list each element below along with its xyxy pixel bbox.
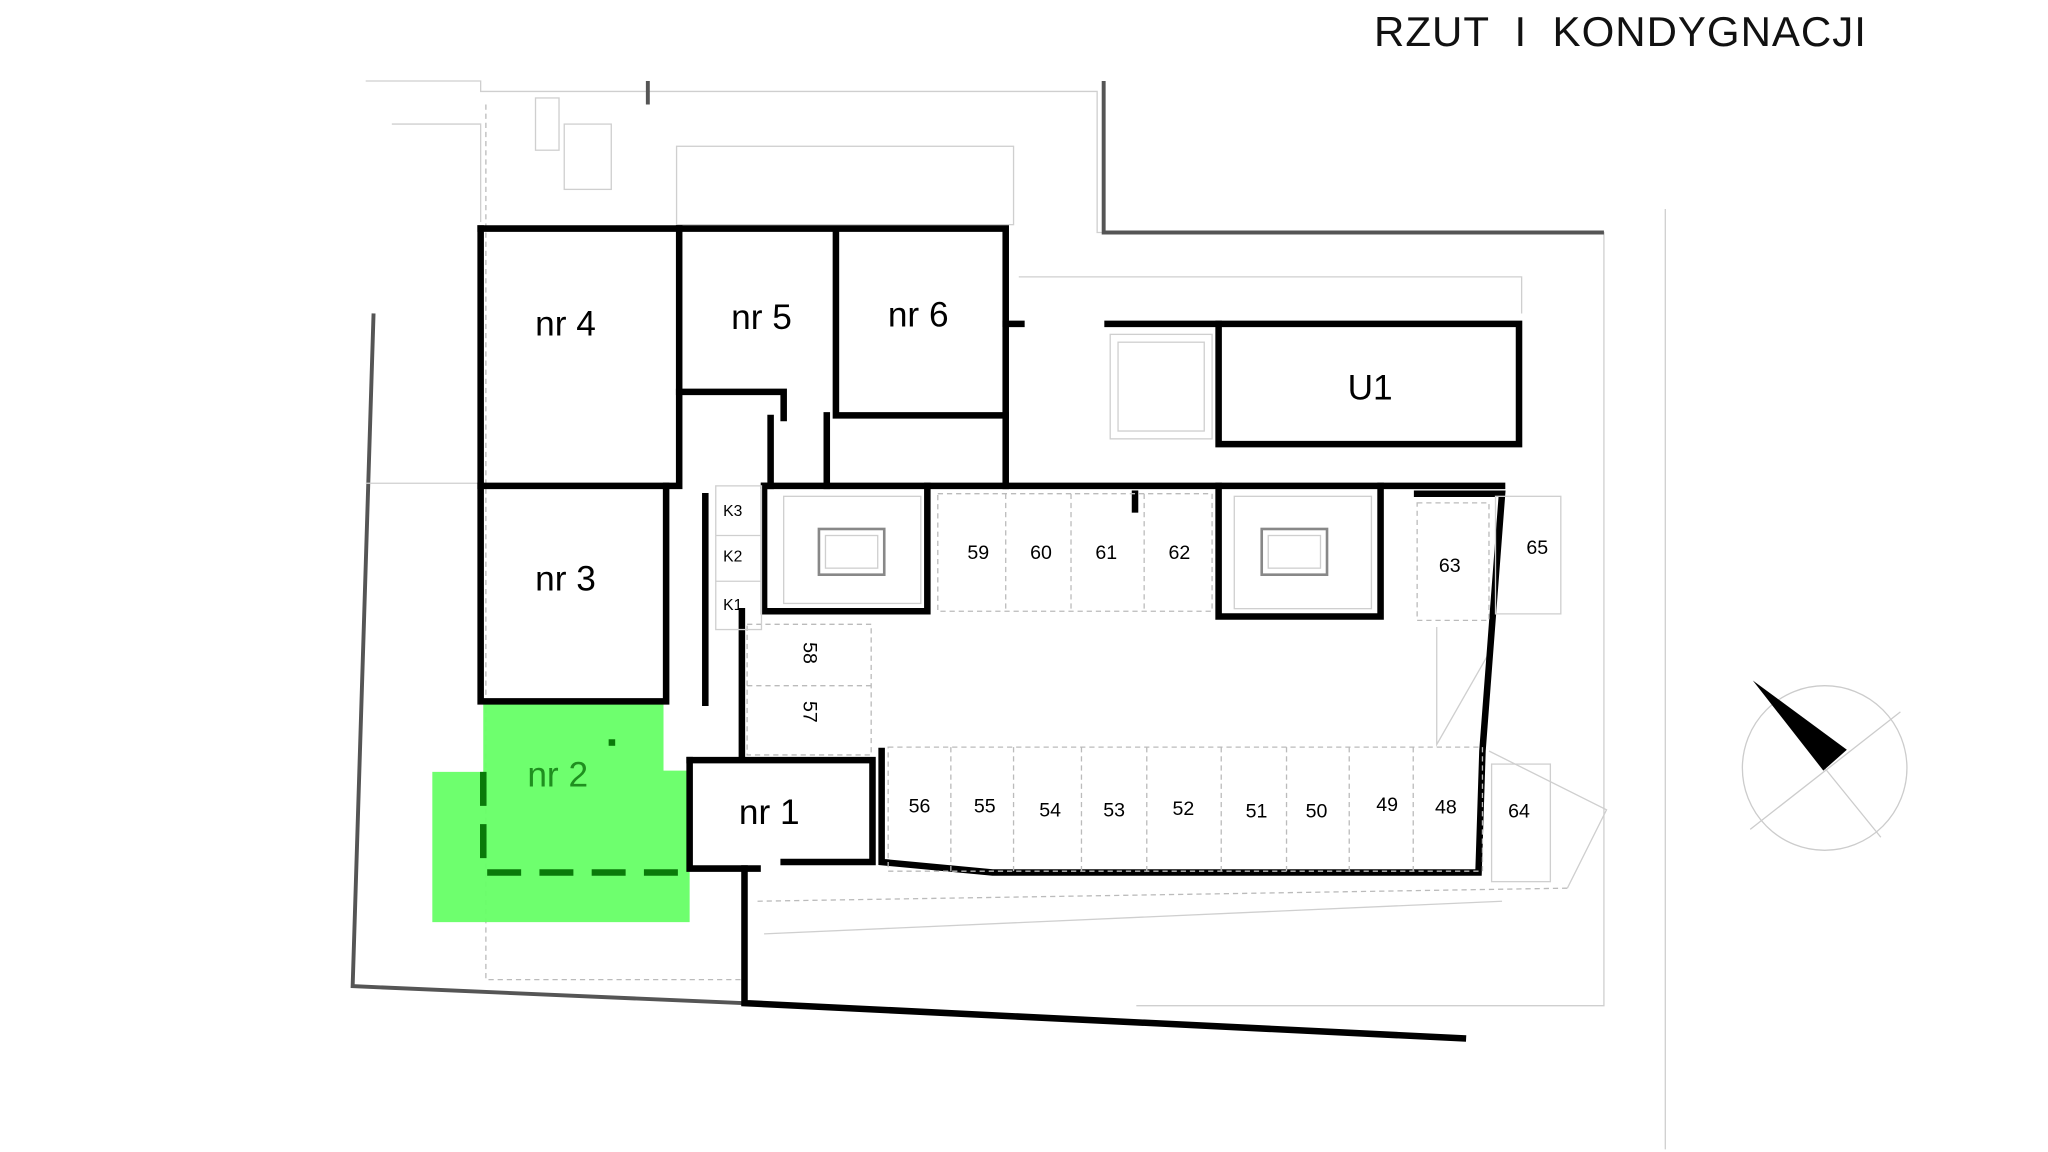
north-arrow-icon [1741, 680, 1908, 851]
apartment-label: nr 3 [535, 559, 596, 598]
storage-label-k3: K3 [723, 503, 742, 520]
apartment-nr-5[interactable]: nr 5 [731, 298, 792, 337]
apartment-label: nr 5 [731, 298, 792, 337]
parking-space-57[interactable]: 57 [798, 701, 820, 723]
storage-label-k2: K2 [723, 549, 742, 566]
parking-space-50[interactable]: 50 [1306, 801, 1328, 823]
apartment-nr-2[interactable]: nr 2 [432, 701, 690, 923]
parking-space-58[interactable]: 58 [798, 642, 820, 664]
apartment-nr-6[interactable]: nr 6 [888, 296, 949, 335]
storage-units: K3 K2 K1 [715, 485, 763, 631]
apartment-label: nr 1 [739, 793, 800, 832]
apartment-label: nr 2 [527, 755, 588, 794]
apartment-nr-4[interactable]: nr 4 [535, 305, 596, 344]
parking-bays [746, 493, 1562, 883]
parking-labels: 59 60 61 62 63 65 58 57 56 55 54 53 52 5… [798, 537, 1548, 823]
staircase-right [1233, 495, 1373, 610]
parking-space-59[interactable]: 59 [967, 542, 989, 564]
parking-space-61[interactable]: 61 [1095, 542, 1117, 564]
parking-space-62[interactable]: 62 [1169, 542, 1191, 564]
storage-label-k1: K1 [723, 597, 742, 614]
apartment-label: nr 4 [535, 305, 596, 344]
parking-space-52[interactable]: 52 [1172, 798, 1194, 820]
unit-u1[interactable]: U1 [1348, 369, 1393, 408]
apartment-nr-3[interactable]: nr 3 [535, 559, 596, 598]
unit-label: U1 [1348, 369, 1393, 408]
parking-space-48[interactable]: 48 [1435, 797, 1457, 819]
parking-space-53[interactable]: 53 [1103, 799, 1125, 821]
parking-space-51[interactable]: 51 [1246, 801, 1268, 823]
parking-space-60[interactable]: 60 [1030, 542, 1052, 564]
parking-space-64[interactable]: 64 [1508, 801, 1530, 823]
site-outline [350, 80, 1666, 1150]
apartment-label: nr 6 [888, 296, 949, 335]
staircase-left [783, 495, 922, 605]
elevator-shaft [1109, 333, 1213, 440]
parking-space-54[interactable]: 54 [1039, 799, 1061, 821]
page-title: RZUT I KONDYGNACJI [1374, 8, 1867, 55]
parking-space-55[interactable]: 55 [974, 795, 996, 817]
parking-space-56[interactable]: 56 [909, 795, 931, 817]
apartment-nr-1[interactable]: nr 1 [739, 793, 800, 832]
parking-space-63[interactable]: 63 [1439, 555, 1461, 577]
parking-space-65[interactable]: 65 [1526, 537, 1548, 559]
parking-space-49[interactable]: 49 [1376, 794, 1398, 816]
walls [477, 225, 1523, 1042]
